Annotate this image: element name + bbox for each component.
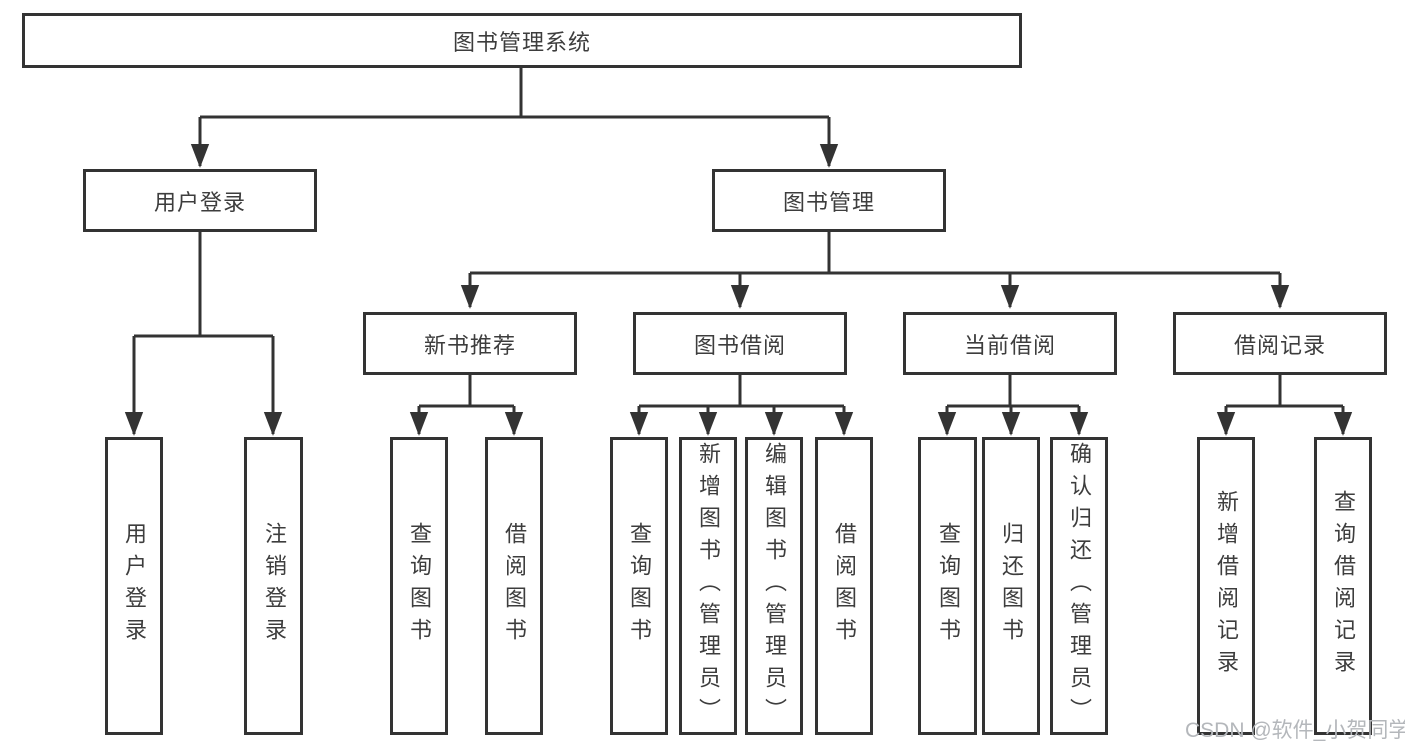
leaf-query-books-recommend: 查询图书 — [390, 437, 448, 735]
leaf-edit-books-admin: 编辑图书（管理员） — [745, 437, 803, 735]
node-book-management: 图书管理 — [712, 169, 946, 232]
connector-user-login-children — [124, 232, 283, 436]
connector-root-to-level2 — [190, 68, 839, 168]
leaf-add-books-admin: 新增图书（管理员） — [679, 437, 737, 735]
leaf-logout: 注销登录 — [244, 437, 303, 735]
node-current-borrow: 当前借阅 — [903, 312, 1117, 375]
csdn-watermark: CSDN @软件_小贺同学 — [1185, 719, 1405, 742]
connector-new-book-recommend-children — [409, 375, 524, 436]
node-book-borrow: 图书借阅 — [633, 312, 847, 375]
connector-book-borrow-children — [629, 375, 854, 436]
leaf-query-books-current: 查询图书 — [918, 437, 977, 735]
leaf-query-books-borrow: 查询图书 — [610, 437, 668, 735]
connector-current-borrow-children — [937, 375, 1089, 436]
leaf-return-books: 归还图书 — [982, 437, 1040, 735]
leaf-borrow-books: 借阅图书 — [815, 437, 873, 735]
node-library-management-system: 图书管理系统 — [22, 13, 1022, 68]
node-new-book-recommend: 新书推荐 — [363, 312, 577, 375]
leaf-confirm-return-admin: 确认归还（管理员） — [1050, 437, 1108, 735]
connector-borrow-records-children — [1216, 375, 1353, 436]
node-user-login: 用户登录 — [83, 169, 317, 232]
connector-book-management-children — [460, 232, 1290, 309]
leaf-borrow-books-recommend: 借阅图书 — [485, 437, 543, 735]
leaf-add-borrow-record: 新增借阅记录 — [1197, 437, 1255, 735]
node-borrow-records: 借阅记录 — [1173, 312, 1387, 375]
leaf-user-login: 用户登录 — [105, 437, 163, 735]
leaf-query-borrow-record: 查询借阅记录 — [1314, 437, 1372, 735]
